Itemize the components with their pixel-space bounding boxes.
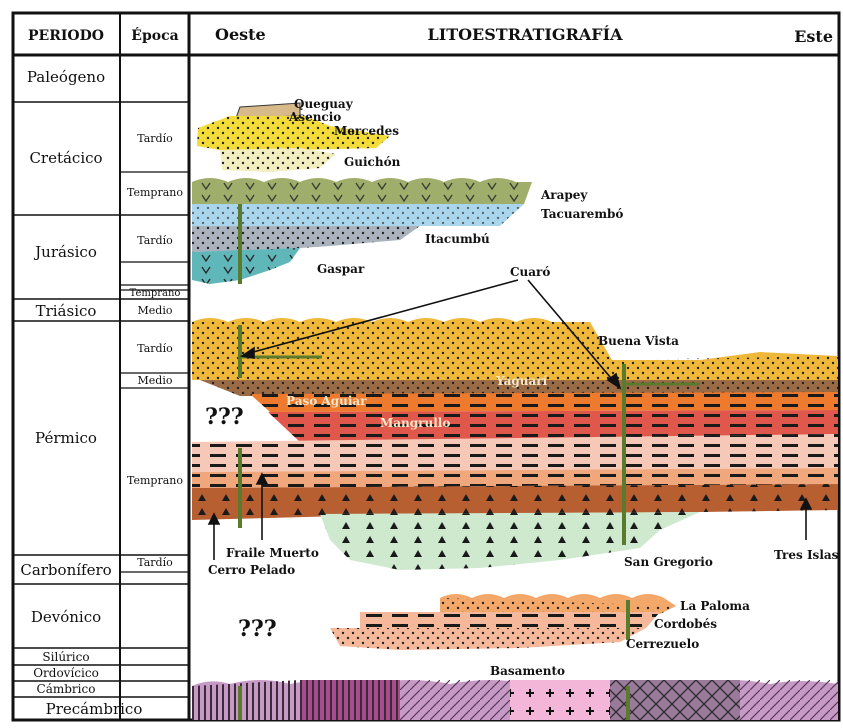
period-precambrico: Precámbrico [46,700,143,718]
label-cerrezuelo: Cerrezuelo [626,637,699,651]
cerro-pelado-arrow [209,514,219,560]
label-san-gregorio: San Gregorio [624,555,713,569]
label-asencio: Asencio [288,110,341,124]
period-cretacico: Cretácico [29,149,102,167]
label-itacumbu: Itacumbú [425,232,490,246]
label-cerro-pelado: Cerro Pelado [208,563,295,577]
unit-la-paloma [440,594,676,614]
unknown-mark-permian: ??? [205,404,244,430]
header-title: LITOESTRATIGRAFÍA [427,24,623,44]
epoch-permico-tardio: Tardío [137,342,173,355]
period-triasico: Triásico [36,302,97,320]
label-cordobes: Cordobés [654,617,717,631]
period-jurasico: Jurásico [33,243,97,261]
label-arapey: Arapey [540,188,588,202]
label-basamento: Basamento [490,664,565,678]
epoch-jurasico-tardio: Tardío [137,234,173,247]
label-la-paloma: La Paloma [680,599,750,613]
period-carbonifero: Carbonífero [20,561,111,579]
label-queguay: Queguay [294,97,354,111]
epoch-boundaries [120,172,189,572]
epoch-cretacico-tardio: Tardío [137,132,173,145]
epoch-permico-medio: Medio [138,374,173,387]
epoch-jurasico-temprano: Temprano [130,288,181,299]
unknown-mark-devonian: ??? [238,616,277,642]
unit-cordobes [360,612,660,628]
tres-islas-arrow [801,499,811,540]
period-paleogeno: Paleógeno [27,68,105,86]
unit-gaspar [192,248,300,284]
label-mercedes: Mercedes [334,124,399,138]
header-periodo: PERIODO [28,28,104,44]
unit-pink-shale [192,434,838,472]
epoch-permico-temprano: Temprano [127,474,183,487]
unit-arapey [192,178,532,204]
unit-basamento [192,680,838,720]
period-permico: Pérmico [35,429,97,447]
label-buena-vista: Buena Vista [598,334,679,348]
label-gaspar: Gaspar [317,262,365,276]
label-tres-islas: Tres Islas [774,548,839,562]
period-devonico: Devónico [31,608,101,626]
epoch-triasico-medio: Medio [138,304,173,317]
epoch-cretacico-temprano: Temprano [127,186,183,199]
header-epoca: Época [131,26,178,44]
label-yaguari: Yaguarí [495,374,548,388]
header-este: Este [794,27,833,46]
epoch-carbonifero-tardio: Tardío [137,556,173,569]
period-ordovicico: Ordovícico [33,666,99,680]
header-oeste: Oeste [215,25,266,44]
unit-guichon [220,148,336,172]
period-cambrico: Cámbrico [37,682,96,696]
label-mangrullo: Mangrullo [380,416,450,430]
label-cuaro: Cuaró [510,265,550,279]
label-paso-aguiar: Paso Aguiar [286,394,367,408]
unit-itacumbu [192,226,420,252]
unit-buena-vista [192,318,838,380]
unit-cerrezuelo [330,628,646,650]
label-tacuarembo: Tacuarembó [541,207,623,221]
period-silurico: Silúrico [42,650,89,664]
label-guichon: Guichón [344,155,401,169]
label-fraile-muerto: Fraile Muerto [226,546,319,560]
